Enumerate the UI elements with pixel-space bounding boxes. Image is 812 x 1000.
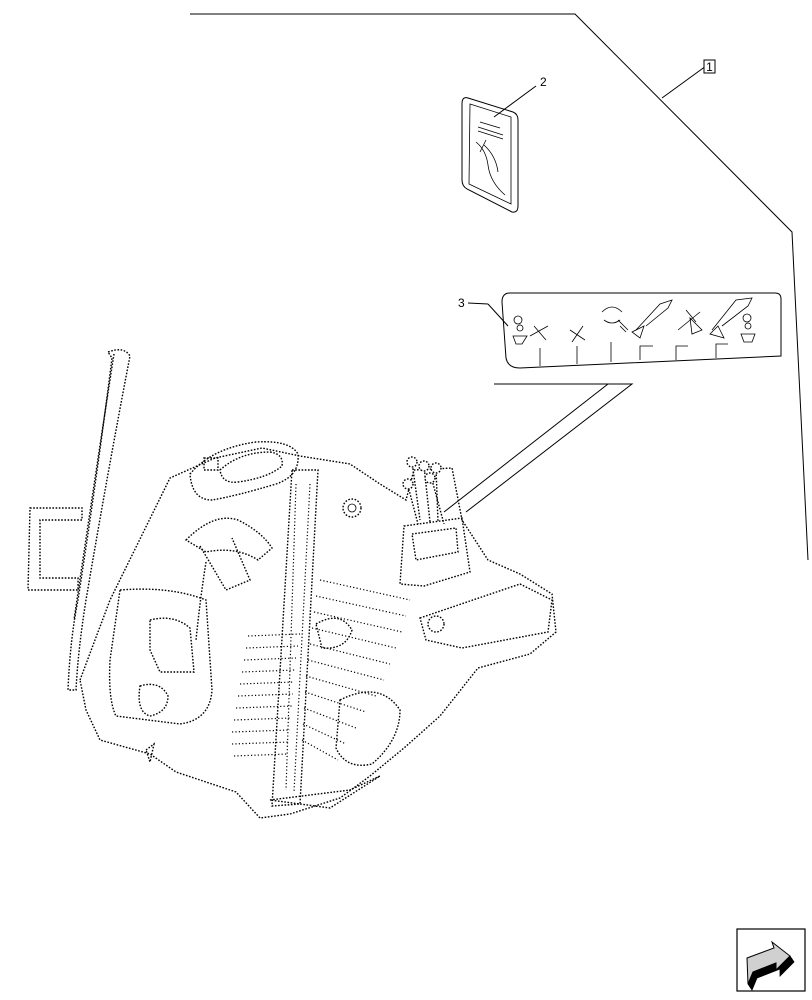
control-decal-icon [443, 292, 782, 513]
callout-3-label: 3 [458, 296, 465, 310]
callout-2-leader: 2 [493, 75, 547, 118]
callout-1-label-box: 1 [703, 59, 716, 74]
operator-manual-icon [461, 97, 519, 213]
tractor-cab-platform-icon [27, 349, 557, 819]
callout-1-label: 1 [706, 60, 713, 74]
callout-2-label: 2 [540, 75, 547, 89]
callout-1-leader [190, 13, 809, 561]
next-page-arrow-icon[interactable] [736, 928, 806, 992]
callout-3-leader: 3 [458, 296, 509, 327]
